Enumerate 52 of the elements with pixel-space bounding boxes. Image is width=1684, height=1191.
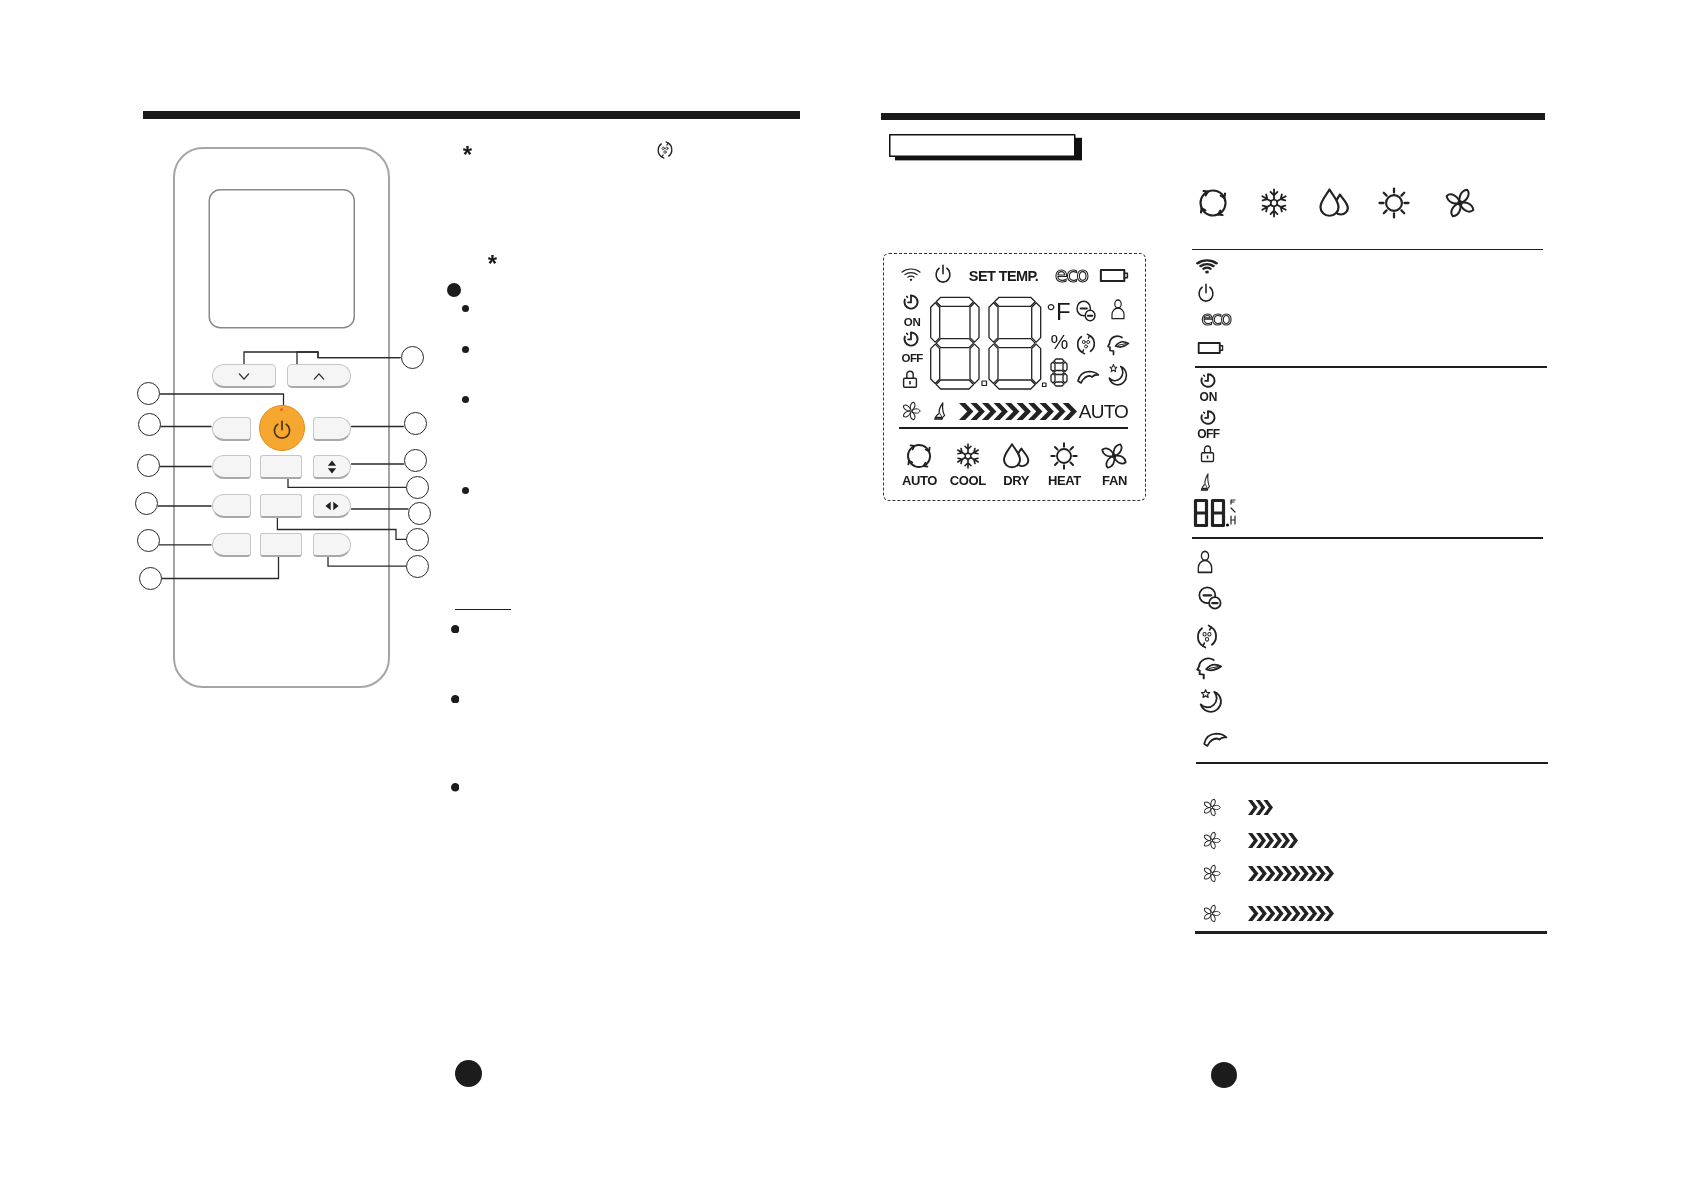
leader-line: [159, 465, 213, 468]
eco-text: eco: [1201, 308, 1231, 328]
callout-circle: [403, 448, 427, 472]
remote-button: [211, 494, 251, 518]
eco-text: eco: [1054, 264, 1088, 286]
callout-circle: [136, 528, 160, 552]
callout-circle: [407, 501, 431, 525]
asterisk-text: *: [487, 251, 497, 276]
remote-button: [211, 455, 251, 479]
leader-line: [350, 425, 405, 428]
timer-on-text: ON: [903, 317, 921, 329]
callout-circle: [135, 492, 158, 516]
remote-button: [260, 494, 302, 518]
leader-line: [276, 517, 407, 541]
asterisk-text: *: [462, 142, 472, 167]
leader-line: [158, 544, 213, 546]
callout-circle: [406, 554, 430, 578]
leader-line: [159, 425, 213, 428]
leader-line: [296, 351, 402, 365]
remote-button: [211, 417, 251, 441]
mode-name-text: COOL: [949, 474, 986, 487]
remote-button: [287, 364, 351, 388]
callout-circle: [403, 411, 427, 435]
callout-circle: [137, 413, 161, 437]
timer-on-text: ON: [1199, 391, 1217, 403]
percent-text: %: [1050, 332, 1069, 353]
leader-line: [158, 393, 285, 407]
mode-name-text: DRY: [1003, 474, 1030, 487]
leader-line: [157, 505, 213, 507]
leader-line: [350, 508, 410, 510]
callout-circle: [136, 454, 160, 478]
timer-off-text: OFF: [901, 353, 923, 365]
callout-circle: [406, 527, 430, 551]
remote-button: [260, 455, 302, 479]
callout-circle: [400, 346, 424, 370]
timer-off-text: OFF: [1197, 428, 1220, 441]
mode-name-text: HEAT: [1048, 474, 1081, 487]
leader-line: [287, 478, 407, 489]
remote-button: [211, 364, 276, 388]
callout-circle: [136, 381, 160, 405]
fan-auto-text: AUTO: [1078, 402, 1129, 421]
remote-button: [260, 532, 302, 557]
mode-name-text: FAN: [1102, 474, 1127, 487]
fahrenheit-text: °F: [1046, 300, 1071, 325]
lcd-display-panel: [882, 253, 1146, 501]
callout-circle: [138, 567, 162, 590]
callout-circle: [406, 475, 430, 499]
leader-line: [327, 555, 407, 567]
leader-line: [350, 463, 405, 465]
mode-name-text: AUTO: [902, 474, 937, 487]
set-temp-text: SET TEMP.: [968, 268, 1039, 284]
leader-line: [160, 555, 280, 580]
